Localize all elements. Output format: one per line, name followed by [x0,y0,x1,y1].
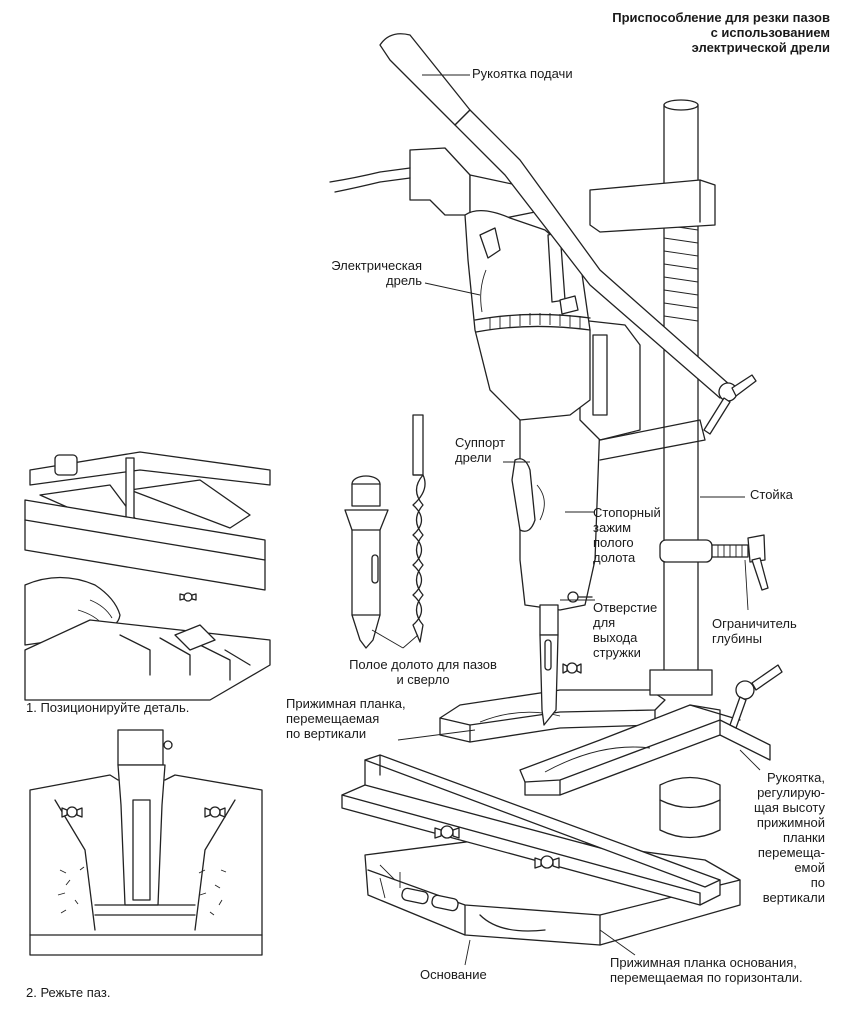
mounted-chisel [539,604,582,726]
electric-drill [329,147,591,421]
label-base: Основание [420,967,487,982]
label-vertical-holddown: Прижимная планка, перемещаемая по вертик… [286,696,406,741]
caption-step-1: 1. Позиционируйте деталь. [26,700,190,715]
label-holddown-height-handle: Рукоятка, регулирую- щая высоту прижимно… [753,770,825,905]
horizontal-fence [341,754,721,906]
label-depth-stop: Ограничитель глубины [712,616,797,646]
hollow-chisel-and-bit [344,414,426,649]
label-column: Стойка [750,487,793,502]
inset-step-2 [29,729,263,956]
fence-wing-nut-2 [534,855,560,869]
label-chisel-clamp: Стопорный зажим полого долота [593,505,661,565]
label-feed-handle: Рукоятка подачи [472,66,573,81]
label-electric-drill: Электрическая дрель [331,258,422,288]
page-title: Приспособление для резки пазов с использ… [612,10,830,55]
label-chisel-and-bit: Полое долото для пазов и сверло [349,657,497,687]
label-horizontal-fence: Прижимная планка основания, перемещаемая… [610,955,803,985]
label-drill-carriage: Суппорт дрели [455,435,506,465]
inset-step-1 [24,451,271,701]
label-chip-outlet: Отверстие для выхода стружки [593,600,658,660]
depth-stop [659,534,769,591]
column-lower-collar [649,664,783,729]
drill-carriage [511,319,706,611]
mortiser-assembly [329,33,783,946]
column-head [589,179,716,233]
caption-step-2: 2. Режьте паз. [26,985,111,1000]
fence-wing-nut-1 [434,825,460,839]
leader-lines [371,74,761,966]
feed-handle [379,33,757,435]
